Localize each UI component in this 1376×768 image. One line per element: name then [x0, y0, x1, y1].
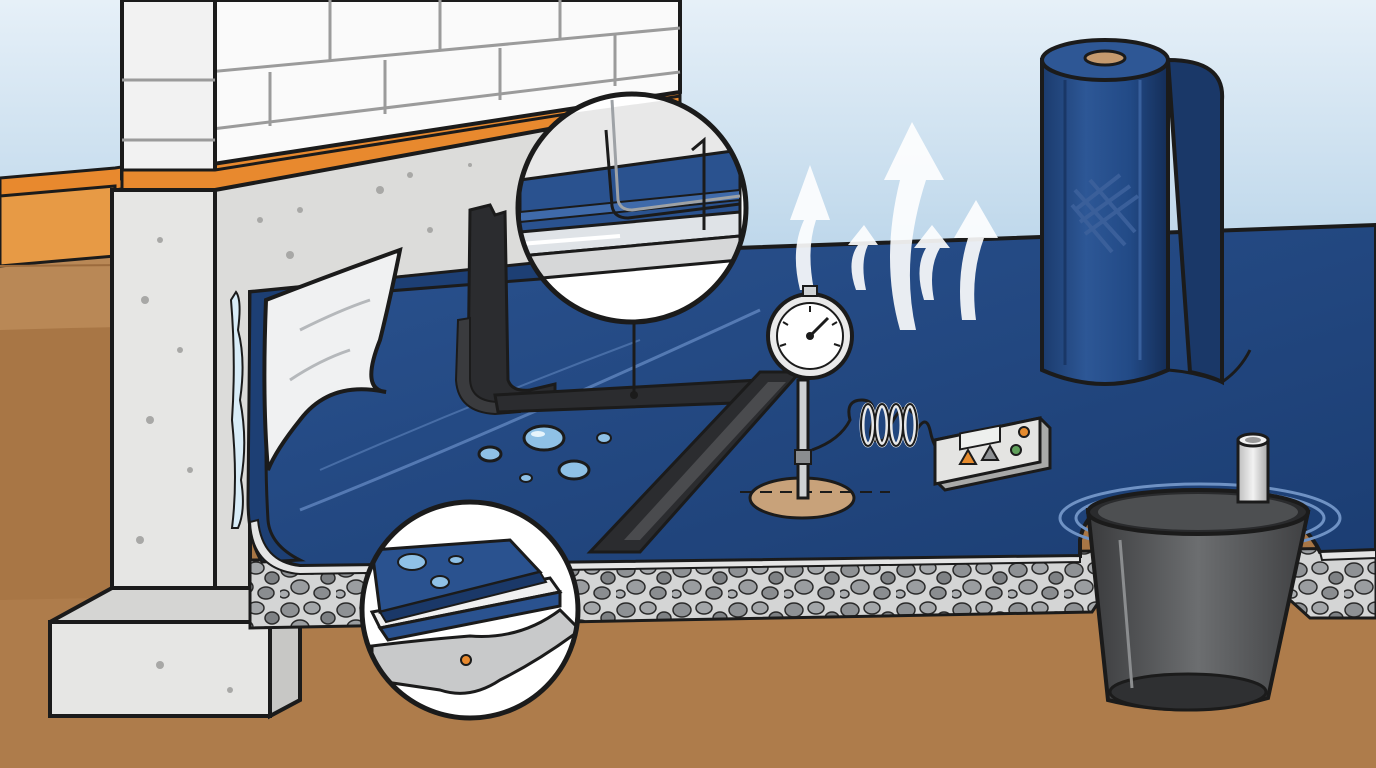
water-droplets — [477, 424, 612, 483]
roll-mesh-logo — [1070, 173, 1140, 254]
orange-rim-left — [0, 184, 117, 268]
footing — [48, 586, 302, 720]
cinder-block-wall — [120, 0, 682, 192]
wall-seepage — [229, 290, 246, 529]
detail-callout-corner — [515, 91, 749, 399]
status-triangle-orange — [958, 447, 978, 465]
roll-core — [1083, 49, 1127, 67]
detail-callout-layers — [359, 499, 581, 721]
control-box — [933, 416, 1052, 492]
vapor-arrows — [790, 122, 998, 330]
soil-strata-deep — [0, 596, 1376, 768]
status-light-green — [1010, 444, 1022, 456]
discharge-pipe — [1236, 438, 1270, 504]
control-display — [959, 424, 1001, 451]
vapor-arrow-2 — [848, 225, 878, 290]
gauge-needle — [808, 316, 830, 338]
vapor-arrow-5 — [954, 200, 998, 320]
moisture-gauge — [740, 285, 951, 520]
status-light-orange — [1018, 426, 1030, 438]
status-triangle-gray — [980, 443, 1000, 461]
seam-tape — [454, 203, 804, 554]
sump-basin — [1058, 432, 1342, 712]
vapor-arrow-1 — [790, 165, 830, 290]
membrane-roll — [1040, 38, 1252, 386]
vapor-arrow-4 — [914, 225, 950, 300]
vapor-arrow-3 — [884, 122, 944, 330]
peeled-corner — [262, 246, 403, 471]
